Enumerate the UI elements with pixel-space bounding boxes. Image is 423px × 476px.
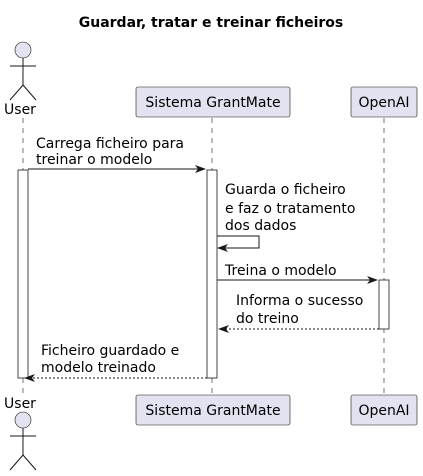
actor-user-top: User <box>4 41 37 118</box>
actor-user-label-top: User <box>4 102 36 118</box>
message-self-process: Guarda o ficheiro e faz o tratamento dos… <box>217 182 355 252</box>
message-success-line-1: Informa o sucesso <box>236 293 363 309</box>
message-upload-line-1: Carrega ficheiro para <box>36 136 184 152</box>
participant-system-bottom: Sistema GrantMate <box>135 394 291 426</box>
activation-openai <box>378 279 390 330</box>
arrow-head-icon <box>217 244 228 252</box>
participant-openai-top: OpenAI <box>350 86 418 118</box>
arrow-head-icon <box>24 374 35 382</box>
participant-system-label-bottom: Sistema GrantMate <box>145 403 280 419</box>
message-upload: Carrega ficheiro para treinar o modelo <box>28 136 206 173</box>
activation-user <box>17 169 29 379</box>
participant-openai-label-bottom: OpenAI <box>358 403 409 419</box>
actor-user-bottom: User <box>4 396 37 471</box>
message-result: Ficheiro guardado e modelo treinado <box>24 343 207 382</box>
message-self-line-1: Guarda o ficheiro <box>225 182 346 198</box>
participant-openai-bottom: OpenAI <box>350 394 418 426</box>
activation-system <box>206 169 218 379</box>
message-train-success: Informa o sucesso do treino <box>218 293 379 333</box>
message-result-line-1: Ficheiro guardado e <box>41 343 179 359</box>
message-upload-line-2: treinar o modelo <box>36 152 152 168</box>
arrow-head-icon <box>367 276 378 284</box>
message-self-line-2: e faz o tratamento <box>225 201 355 217</box>
message-train-line-1: Treina o modelo <box>224 263 337 279</box>
message-success-line-2: do treino <box>236 311 299 327</box>
message-result-line-2: modelo treinado <box>41 360 156 376</box>
actor-user-label-bottom: User <box>4 396 36 412</box>
message-self-line-3: dos dados <box>225 218 296 234</box>
participant-system-top: Sistema GrantMate <box>135 86 291 118</box>
participant-openai-label-top: OpenAI <box>358 95 409 111</box>
arrow-head-icon <box>218 325 229 333</box>
message-train: Treina o modelo <box>217 263 378 284</box>
arrow-head-icon <box>195 165 206 173</box>
participant-system-label-top: Sistema GrantMate <box>145 95 280 111</box>
diagram-title: Guardar, tratar e treinar ficheiros <box>79 15 344 31</box>
